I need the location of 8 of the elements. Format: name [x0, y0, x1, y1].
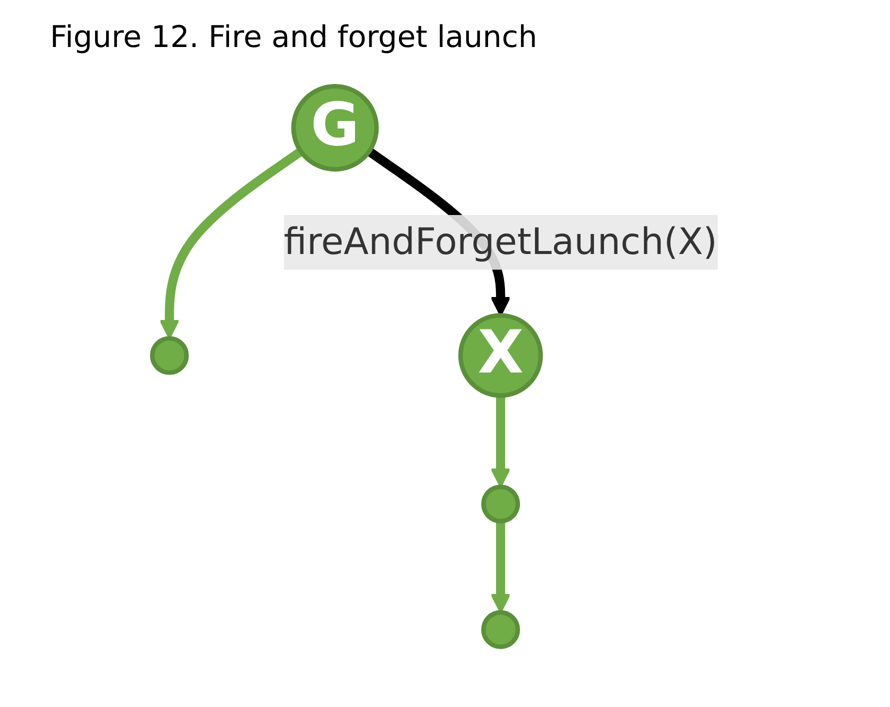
node-circle: [150, 336, 190, 375]
figure-title: Figure 12. Fire and forget launch: [50, 20, 538, 55]
node-circle: G: [291, 84, 379, 172]
node-circle: X: [458, 313, 544, 398]
arrow: [490, 521, 511, 614]
edge-label: fireAndForgetLaunch(X): [284, 220, 718, 263]
node-circle: [481, 610, 520, 649]
node-circle: [481, 484, 520, 524]
